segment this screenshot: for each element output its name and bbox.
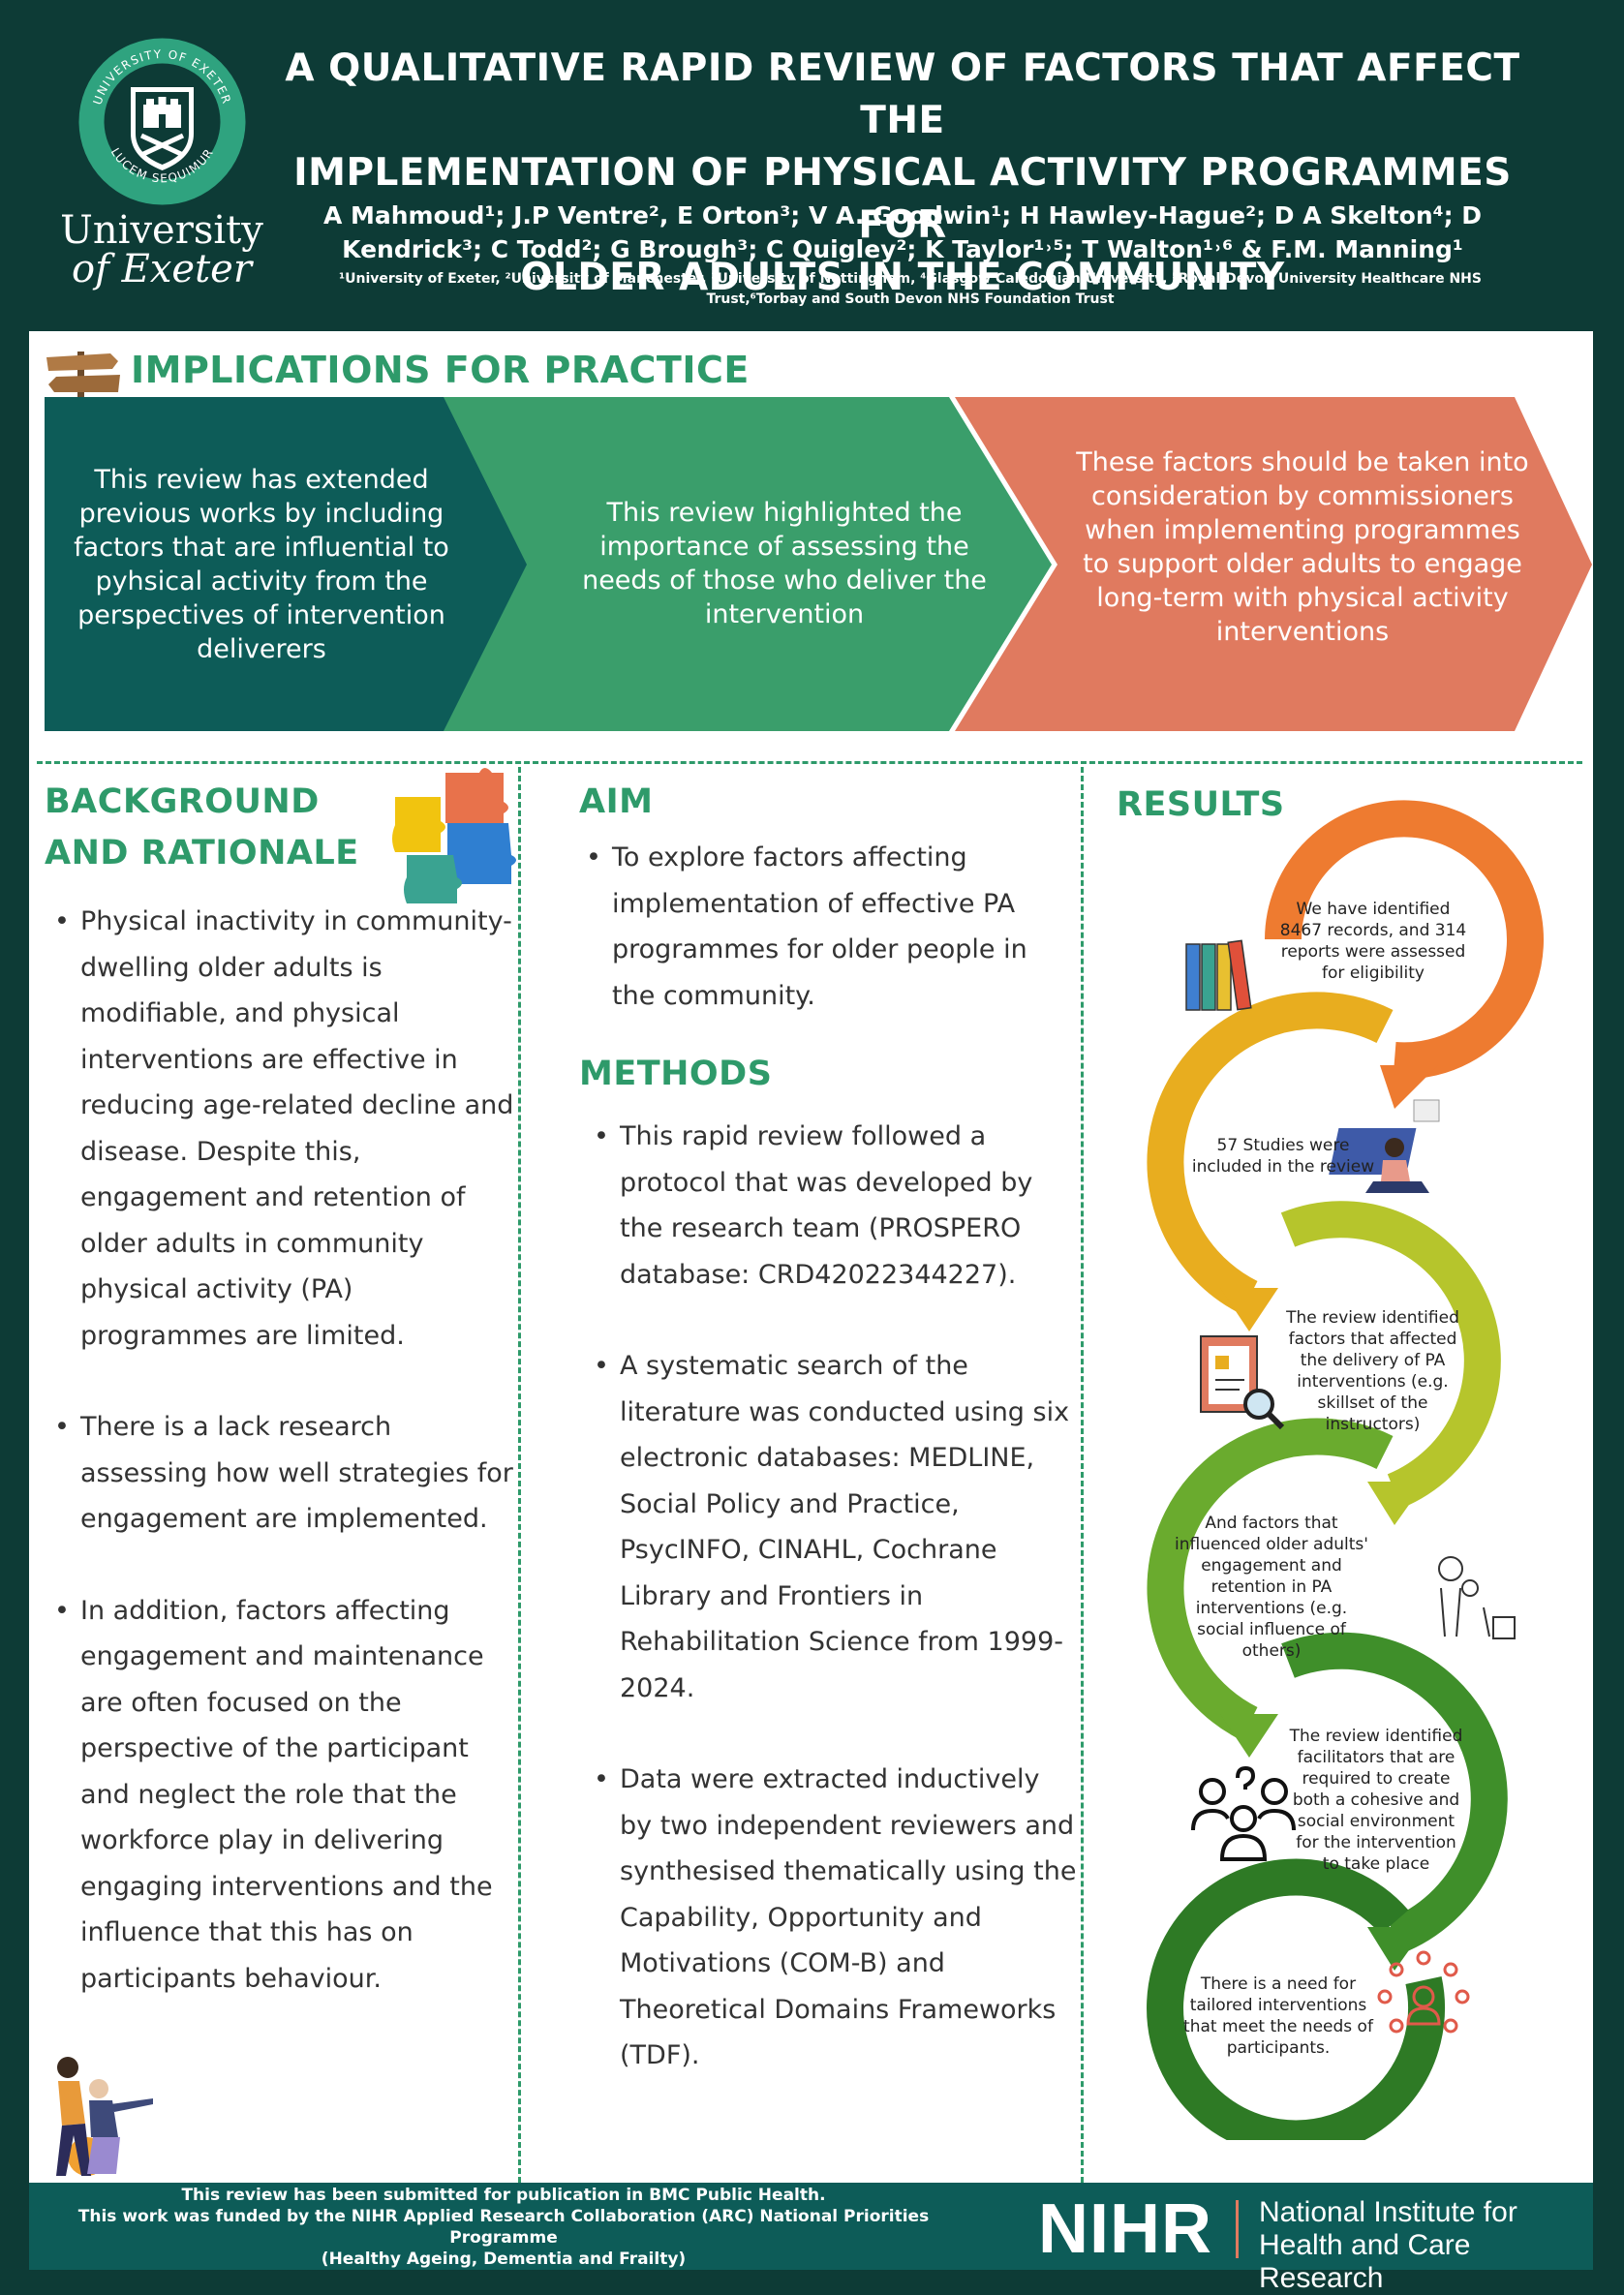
result-text-5: The review identified facilitators that … bbox=[1289, 1727, 1463, 1874]
results-ring-2 bbox=[1147, 992, 1394, 1314]
chevron-3 bbox=[955, 397, 1592, 731]
title-line-1: A QUALITATIVE RAPID REVIEW OF FACTORS TH… bbox=[285, 46, 1520, 142]
results-arrowhead-2 bbox=[1220, 1288, 1278, 1331]
results-ring-5 bbox=[1281, 1632, 1508, 1954]
poster-title: A QUALITATIVE RAPID REVIEW OF FACTORS TH… bbox=[254, 43, 1551, 304]
nihr-full-name: National Institute for Health and Care R… bbox=[1259, 2196, 1588, 2295]
nihr-name-line-1: National Institute for bbox=[1259, 2196, 1517, 2228]
implications-chevrons bbox=[45, 397, 1592, 731]
footer-line-2: This work was funded by the NIHR Applied… bbox=[77, 2207, 930, 2248]
methods-title: METHODS bbox=[579, 1055, 773, 1093]
authors-line-1: A Mahmoud¹; J.P Ventre², E Orton³; V A. … bbox=[322, 201, 1483, 230]
horizontal-divider bbox=[37, 761, 1582, 764]
author-list: A Mahmoud¹; J.P Ventre², E Orton³; V A. … bbox=[254, 199, 1551, 266]
affiliations-line-2: Trust,⁶Torbay and South Devon NHS Founda… bbox=[706, 291, 1115, 307]
chevron-2 bbox=[444, 397, 1052, 731]
methods-item: This rapid review followed a protocol th… bbox=[584, 1114, 1078, 1298]
network-person-icon bbox=[1377, 1950, 1470, 2034]
result-text-4: And factors that influenced older adults… bbox=[1175, 1514, 1368, 1661]
implication-text-3: These factors should be taken into consi… bbox=[1076, 447, 1529, 647]
background-title: BACKGROUND AND RATIONALE bbox=[45, 782, 359, 872]
wordmark-line-1: University bbox=[60, 208, 263, 253]
aim-title: AIM bbox=[579, 782, 654, 821]
results-ring-6 bbox=[1147, 1858, 1446, 2140]
implication-text-2: This review highlighted the importance o… bbox=[582, 498, 987, 629]
nihr-divider bbox=[1236, 2200, 1239, 2258]
results-arrowhead-3 bbox=[1367, 1482, 1425, 1525]
funding-statement: This review has been submitted for publi… bbox=[39, 2185, 968, 2270]
result-text-1: We have identified 8467 records, and 314… bbox=[1279, 900, 1467, 983]
affiliations: ¹University of Exeter, ²University of Ma… bbox=[271, 269, 1549, 310]
results-arrowhead-5 bbox=[1367, 1927, 1425, 1971]
puzzle-pieces-icon bbox=[392, 768, 516, 903]
title-line-3: OLDER ADULTS IN THE COMMUNITY bbox=[520, 256, 1285, 299]
footer-bar bbox=[29, 2183, 1593, 2270]
aim-item: To explore factors affecting implementat… bbox=[576, 835, 1060, 1019]
title-line-2: IMPLEMENTATION OF PHYSICAL ACTIVITY PROG… bbox=[293, 151, 1512, 247]
binders-icon bbox=[1185, 939, 1252, 1011]
chevron-1 bbox=[45, 397, 550, 731]
background-item: In addition, factors affecting engagemen… bbox=[45, 1588, 519, 2003]
nihr-name-line-2: Health and Care Research bbox=[1259, 2229, 1471, 2294]
results-ring-1 bbox=[1265, 800, 1544, 1080]
authors-line-2: Kendrick³; C Todd²; G Brough³; C Quigley… bbox=[342, 235, 1463, 263]
methods-list: This rapid review followed a protocol th… bbox=[584, 1114, 1078, 2125]
affiliations-line-1: ¹University of Exeter, ²University of Ma… bbox=[339, 271, 1482, 287]
people-question-icon bbox=[1191, 1765, 1296, 1861]
implications-title: IMPLICATIONS FOR PRACTICE bbox=[131, 349, 750, 391]
footer-line-1: This review has been submitted for publi… bbox=[181, 2186, 826, 2205]
methods-item: Data were extracted inductively by two i… bbox=[584, 1757, 1078, 2079]
background-item: There is a lack research assessing how w… bbox=[45, 1404, 519, 1543]
person-laptop-icon bbox=[1329, 1099, 1440, 1193]
nihr-logo: NIHR bbox=[1038, 2190, 1212, 2268]
background-item: Physical inactivity in community-dwellin… bbox=[45, 899, 519, 1359]
results-ring-4 bbox=[1147, 1418, 1394, 1740]
university-of-exeter-wordmark: University of Exeter bbox=[60, 211, 263, 289]
footer-line-3: (Healthy Ageing, Dementia and Frailty) bbox=[321, 2249, 687, 2269]
column-divider-1 bbox=[518, 767, 521, 2183]
clipboard-magnifier-icon bbox=[1200, 1335, 1285, 1430]
result-text-2: 57 Studies were included in the review bbox=[1191, 1136, 1375, 1177]
column-divider-2 bbox=[1081, 767, 1084, 2183]
background-list: Physical inactivity in community-dwellin… bbox=[45, 899, 519, 2047]
wordmark-line-2: of Exeter bbox=[72, 247, 252, 291]
exercise-illustration-icon bbox=[56, 2057, 153, 2176]
university-of-exeter-seal: UNIVERSITY OF EXETER LUCEM SEQUIMUR bbox=[78, 38, 246, 205]
result-text-6: There is a need for tailored interventio… bbox=[1183, 1974, 1373, 2058]
aim-list: To explore factors affecting implementat… bbox=[576, 835, 1060, 1019]
results-title: RESULTS bbox=[1117, 785, 1285, 824]
results-flow-diagram bbox=[1147, 800, 1544, 2140]
team-people-icon bbox=[1438, 1556, 1516, 1639]
results-ring-3 bbox=[1280, 1201, 1501, 1509]
implication-text-1: This review has extended previous works … bbox=[74, 465, 449, 664]
results-arrowhead-4 bbox=[1220, 1714, 1278, 1758]
results-arrowhead-1 bbox=[1380, 1065, 1438, 1109]
methods-item: A systematic search of the literature wa… bbox=[584, 1343, 1078, 1711]
result-text-3: The review identified factors that affec… bbox=[1286, 1308, 1459, 1434]
